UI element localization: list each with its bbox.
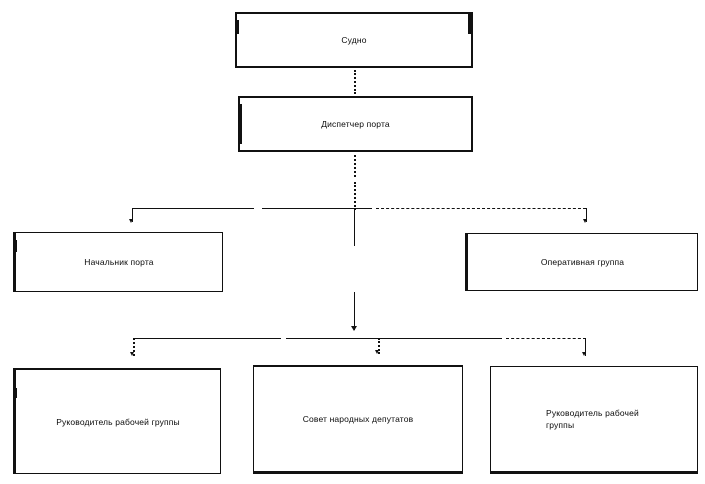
drop-to-operational-group <box>586 208 587 222</box>
drop-to-council <box>378 338 380 354</box>
arrowhead-operational-group <box>583 219 587 223</box>
arrowhead-leader-left <box>130 352 134 356</box>
connector-center-stem-b <box>354 292 355 330</box>
scan-artifact-top-box-right <box>468 12 473 34</box>
bus-level3-mid-segment <box>262 208 372 209</box>
connector-dispatcher-stem-upper <box>354 155 356 177</box>
node-work-group-leader-right[interactable]: Руководитель рабочей группы <box>490 366 698 474</box>
node-ship[interactable]: Судно <box>235 12 473 68</box>
drop-to-leader-right <box>585 338 586 356</box>
node-operational-group[interactable]: Оперативная группа <box>465 233 698 291</box>
bus-level3-left-segment <box>132 208 254 209</box>
drop-to-leader-left <box>133 338 135 356</box>
connector-center-stem-a <box>354 208 355 246</box>
bus-level3-right-segment <box>376 208 586 209</box>
node-port-chief-label: Начальник порта <box>84 257 154 267</box>
drop-to-port-chief <box>132 208 133 222</box>
bus-level4-right-segment <box>506 338 586 339</box>
node-work-group-leader-left-label: Руководитель рабочей группы <box>56 416 180 427</box>
arrowhead-council <box>375 350 379 354</box>
node-work-group-leader-right-label: Руководитель рабочей группы <box>546 408 639 430</box>
arrowhead-port-chief <box>129 219 133 223</box>
node-port-dispatcher[interactable]: Диспетчер порта <box>238 96 473 152</box>
scan-artifact-leader-left-edge <box>13 388 17 398</box>
node-council-of-deputies[interactable]: Совет народных депутатов <box>253 365 463 474</box>
scan-artifact-dispatcher-left <box>238 104 242 144</box>
node-ship-label: Судно <box>341 35 367 45</box>
bus-level4-left-segment <box>133 338 281 339</box>
scan-artifact-opgroup-left <box>465 245 468 275</box>
scan-artifact-top-box-left <box>235 20 239 34</box>
node-council-of-deputies-label: Совет народных депутатов <box>302 414 414 424</box>
scan-artifact-port-chief-left <box>13 240 17 252</box>
node-port-chief[interactable]: Начальник порта <box>13 232 223 292</box>
bus-level4-mid-segment <box>286 338 502 339</box>
node-operational-group-label: Оперативная группа <box>540 257 625 267</box>
arrowhead-leader-right <box>582 352 586 356</box>
arrowhead-center-to-bus-level4 <box>351 326 357 331</box>
node-work-group-leader-left[interactable]: Руководитель рабочей группы <box>13 368 221 474</box>
node-port-dispatcher-label: Диспетчер порта <box>321 119 390 129</box>
connector-dispatcher-stem-lower <box>354 182 356 210</box>
connector-ship-to-dispatcher <box>354 70 356 94</box>
